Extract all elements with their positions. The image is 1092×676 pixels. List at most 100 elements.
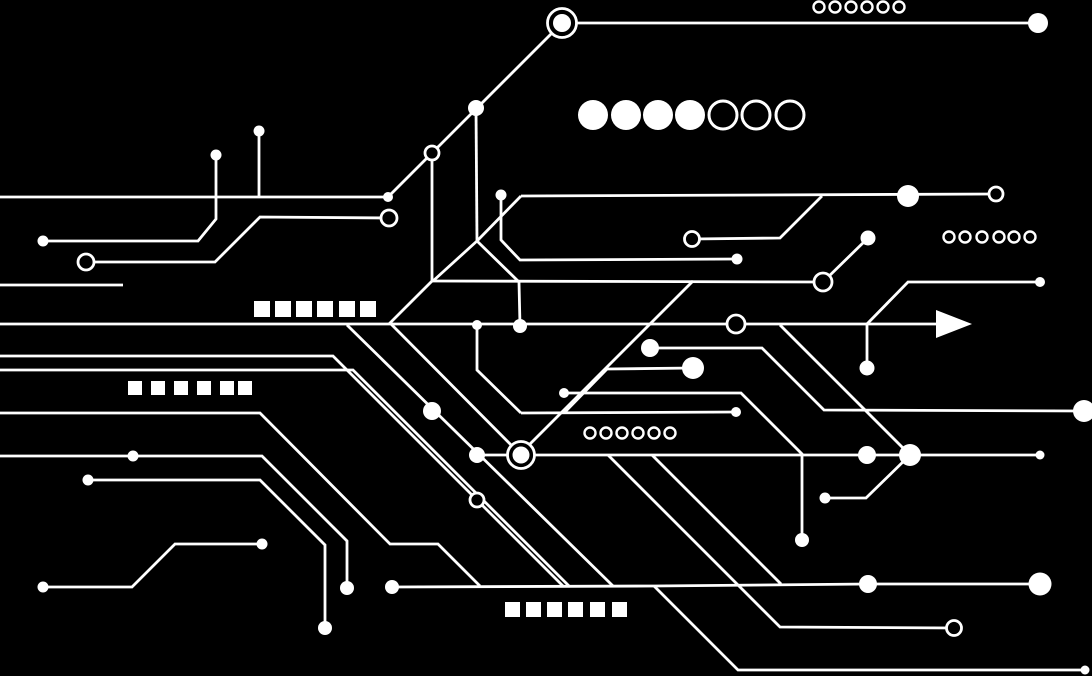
pad-dot	[731, 253, 743, 265]
via-ring	[76, 252, 96, 272]
circuit-trace	[88, 478, 327, 628]
circuit-trace	[520, 280, 694, 454]
filled-pads	[37, 13, 1092, 675]
circuit-trace	[474, 107, 479, 242]
row-upper-square	[254, 301, 270, 317]
circuit-trace	[865, 280, 1040, 325]
big-hollow-circle	[740, 99, 772, 131]
circuit-trace	[779, 324, 911, 456]
circuit-trace	[43, 155, 218, 243]
pad-dot	[383, 192, 393, 202]
middle-row-circle	[615, 426, 629, 440]
circuit-trace	[607, 454, 955, 630]
via-ring	[725, 313, 747, 335]
pad-dot	[1080, 665, 1090, 675]
circuit-trace	[475, 325, 522, 415]
pad-dot	[1035, 277, 1045, 287]
circuit-trace	[391, 582, 1040, 589]
big-filled-circle	[643, 100, 673, 130]
row-bottom-square	[547, 602, 562, 617]
pad-dot	[559, 388, 569, 398]
circuit-trace	[822, 236, 869, 284]
big-hollow-circle	[774, 99, 806, 131]
pad-dot	[899, 444, 921, 466]
row-left-square	[151, 381, 165, 395]
circuit-trace	[520, 410, 737, 415]
row-upper-square	[339, 301, 355, 317]
right-row-circle	[1023, 230, 1037, 244]
pad-dot	[858, 446, 876, 464]
row-bottom-square	[526, 602, 541, 617]
right-row-circle	[992, 230, 1006, 244]
top-right-row-circle	[828, 0, 842, 14]
middle-row-circle	[647, 426, 661, 440]
circuit-trace	[499, 195, 738, 262]
circuit-trace	[43, 542, 262, 589]
pad-dot	[859, 575, 877, 593]
via-ring	[379, 208, 399, 228]
circuit-trace	[86, 215, 390, 264]
row-bottom-square	[505, 602, 520, 617]
row-upper-square	[275, 301, 291, 317]
top-right-row-circle	[812, 0, 826, 14]
circuit-trace	[520, 192, 997, 198]
pad-dot	[256, 538, 268, 550]
pad-dot	[859, 360, 875, 376]
row-bottom-square	[568, 602, 583, 617]
circuit-trace	[432, 239, 478, 283]
pad-dot	[472, 320, 482, 330]
big-filled-circle	[578, 100, 608, 130]
row-left-square	[174, 381, 188, 395]
via-ring	[987, 185, 1005, 203]
big-filled-circle	[611, 100, 641, 130]
right-row-circle	[975, 230, 989, 244]
pad-dot	[423, 402, 441, 420]
circuit-trace	[0, 368, 570, 587]
row-left-square	[220, 381, 234, 395]
right-row-circle	[1007, 230, 1021, 244]
arrow-icon	[936, 310, 972, 338]
top-right-row-circle	[892, 0, 906, 14]
pad-dot	[819, 492, 831, 504]
via-ring	[423, 144, 441, 162]
arrow-group	[936, 310, 972, 338]
pad-dot	[385, 580, 399, 594]
circuit-trace	[431, 279, 824, 284]
right-row-circle	[942, 230, 956, 244]
via-ring	[812, 271, 834, 293]
pad-dot	[860, 230, 876, 246]
pad-dot	[641, 339, 659, 357]
circuit-trace	[388, 153, 520, 454]
circuit-trace	[653, 585, 1085, 672]
pad-dot	[897, 185, 919, 207]
circuit-trace	[691, 195, 823, 241]
pad-dot	[513, 319, 527, 333]
pad-dot	[127, 450, 139, 462]
circuit-trace	[0, 411, 481, 587]
row-bottom-square	[590, 602, 605, 617]
top-right-row-circle	[860, 0, 874, 14]
pad-dot	[210, 149, 222, 161]
circuit-trace	[651, 454, 782, 585]
big-circle-row	[578, 99, 806, 131]
circuit-trace	[650, 346, 1085, 413]
row-upper-square	[360, 301, 376, 317]
pad-dot	[795, 533, 809, 547]
row-left-square	[238, 381, 252, 395]
circuit-trace	[476, 239, 522, 327]
circuit-trace	[562, 366, 694, 414]
big-hollow-circle	[707, 99, 739, 131]
pad-inner-dot	[512, 446, 530, 464]
via-ring	[683, 230, 701, 248]
pad-dot	[1073, 400, 1092, 422]
middle-row-circle	[663, 426, 677, 440]
pad-dot	[318, 621, 332, 635]
pad-dot	[469, 447, 485, 463]
row-bottom-square	[612, 602, 627, 617]
top-right-row-circle	[844, 0, 858, 14]
pad-dot	[1028, 13, 1048, 33]
row-left-square	[128, 381, 142, 395]
